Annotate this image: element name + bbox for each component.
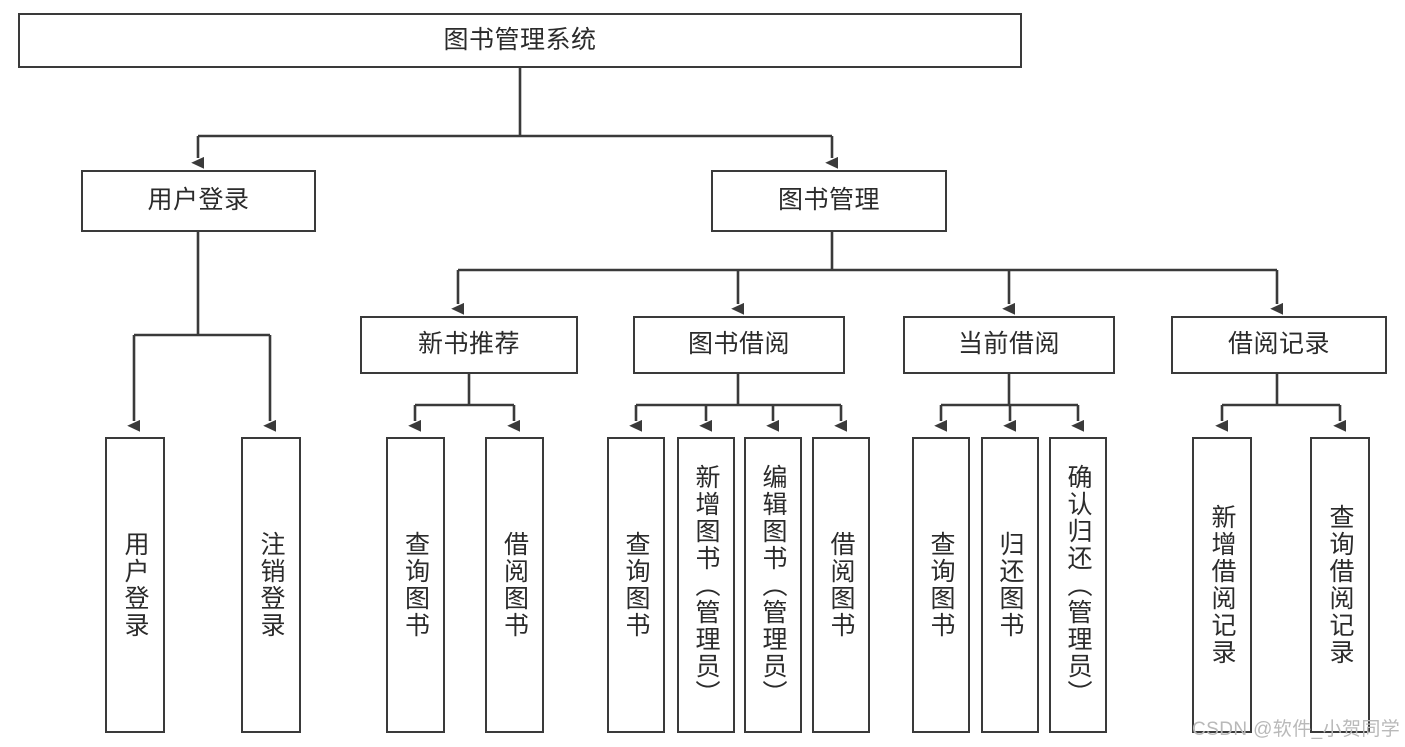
node-leaf-logout-login[interactable]: 注销登录 — [241, 437, 301, 733]
node-leaf-add-borrow-record[interactable]: 新增借阅记录 — [1192, 437, 1252, 733]
node-leaf-add-book[interactable]: 新增图书（管理员） — [677, 437, 735, 733]
node-user-login[interactable]: 用户登录 — [81, 170, 316, 232]
node-new-book-recommend[interactable]: 新书推荐 — [360, 316, 578, 374]
node-leaf-edit-book[interactable]: 编辑图书（管理员） — [744, 437, 802, 733]
node-current-borrow-label: 当前借阅 — [957, 330, 1060, 359]
node-leaf-return-book[interactable]: 归还图书 — [981, 437, 1039, 733]
node-book-borrow[interactable]: 图书借阅 — [633, 316, 845, 374]
node-user-login-label: 用户登录 — [147, 186, 250, 215]
node-leaf-query-book-1-label: 查询图书 — [401, 531, 430, 639]
csdn-watermark: CSDN @软件_小贺同学 — [1192, 719, 1401, 740]
node-leaf-query-book-3-label: 查询图书 — [927, 531, 955, 639]
node-leaf-user-login[interactable]: 用户登录 — [105, 437, 165, 733]
node-leaf-logout-login-label: 注销登录 — [257, 531, 285, 639]
node-leaf-query-book-3[interactable]: 查询图书 — [912, 437, 970, 733]
node-leaf-borrow-book-1-label: 借阅图书 — [500, 531, 529, 639]
node-leaf-query-book-2[interactable]: 查询图书 — [607, 437, 665, 733]
node-book-management-label: 图书管理 — [777, 186, 880, 215]
node-root[interactable]: 图书管理系统 — [18, 13, 1022, 68]
node-root-label: 图书管理系统 — [443, 25, 597, 54]
node-leaf-borrow-book-1[interactable]: 借阅图书 — [485, 437, 544, 733]
node-leaf-query-book-2-label: 查询图书 — [622, 531, 650, 639]
node-book-management[interactable]: 图书管理 — [711, 170, 947, 232]
node-leaf-query-book-1[interactable]: 查询图书 — [386, 437, 445, 733]
node-new-book-recommend-label: 新书推荐 — [417, 330, 520, 359]
node-leaf-borrow-book-2-label: 借阅图书 — [827, 531, 855, 639]
node-current-borrow[interactable]: 当前借阅 — [903, 316, 1115, 374]
node-borrow-record-label: 借阅记录 — [1227, 330, 1330, 359]
node-book-borrow-label: 图书借阅 — [687, 330, 790, 359]
node-leaf-add-borrow-record-label: 新增借阅记录 — [1208, 504, 1236, 666]
node-leaf-return-book-label: 归还图书 — [996, 531, 1024, 639]
node-leaf-user-login-label: 用户登录 — [121, 531, 149, 639]
node-leaf-query-borrow-record[interactable]: 查询借阅记录 — [1310, 437, 1370, 733]
node-leaf-confirm-return-label: 确认归还（管理员） — [1064, 463, 1092, 707]
node-leaf-query-borrow-record-label: 查询借阅记录 — [1326, 504, 1354, 666]
node-leaf-edit-book-label: 编辑图书（管理员） — [759, 463, 787, 707]
node-borrow-record[interactable]: 借阅记录 — [1171, 316, 1387, 374]
node-leaf-confirm-return[interactable]: 确认归还（管理员） — [1049, 437, 1107, 733]
node-leaf-borrow-book-2[interactable]: 借阅图书 — [812, 437, 870, 733]
node-leaf-add-book-label: 新增图书（管理员） — [692, 463, 720, 707]
